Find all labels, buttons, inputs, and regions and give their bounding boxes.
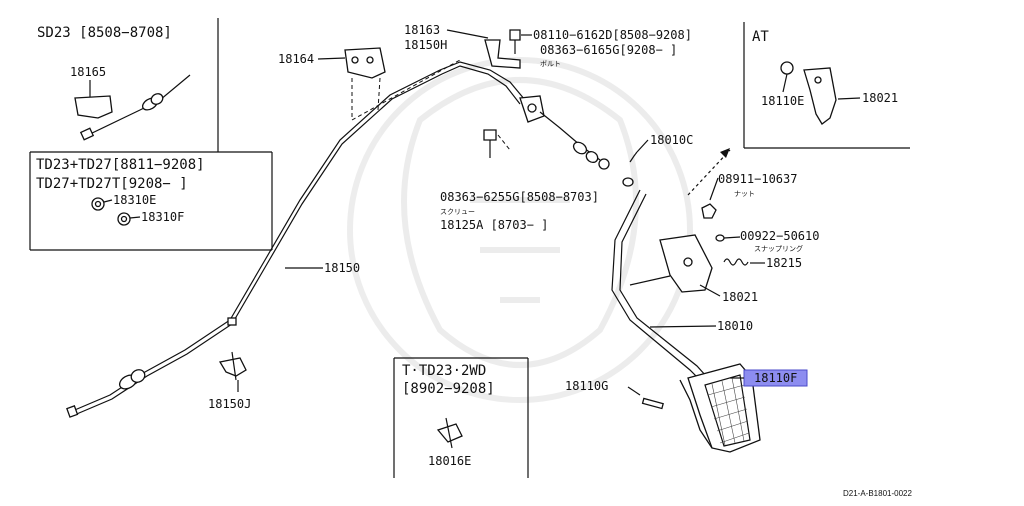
at-part-18021-label: 18021 [862, 91, 898, 105]
part-18150-label: 18150 [324, 261, 360, 275]
part-18021-label: 18021 [722, 290, 758, 304]
part-08363a-label: 08363−6165G[9208− ] [540, 43, 677, 57]
part-18110F-highlight[interactable]: 18110F [730, 369, 808, 387]
part-18125A-label: 18125A [8703− ] [440, 218, 548, 232]
part-18163-label: 18163 [404, 23, 440, 37]
td23-box: TD23+TD27[8811−9208] TD27+TD27T[9208− ] … [29, 151, 273, 251]
at-box: AT 18110E 18021 [743, 22, 910, 149]
clip-18163-icon [484, 39, 521, 69]
bolt-jp-label: ボルト [540, 60, 561, 68]
bracket-group-top: 18163 18150H 18164 08110−6162D[8508−9208… [278, 23, 692, 121]
pedal-arm-18010: 18010 [611, 189, 753, 381]
sd23-box: SD23 [8508−8708] 18165 [30, 18, 219, 153]
part-08110-label: 08110−6162D[8508−9208] [533, 28, 692, 42]
screw-jp-label: スクリュー [440, 208, 475, 216]
part-18310F-label: 18310F [141, 210, 184, 224]
diagram-id: D21-A-B1801-0022 [843, 489, 912, 498]
part-18164-label: 18164 [278, 52, 314, 66]
part-18150J-label: 18150J [208, 397, 251, 411]
part-00922-label: 00922−50610 [740, 229, 819, 243]
bolt-08110-icon [509, 29, 521, 41]
stopper-18110E-icon [780, 61, 794, 75]
sd23-part-label: 18165 [70, 65, 106, 79]
part-18110G-label: 18110G [565, 379, 608, 393]
bracket-18165-icon [74, 95, 113, 119]
cable-18150: 18150 [66, 61, 526, 418]
snap-ring-00922: 00922−50610 スナップリング [715, 229, 819, 253]
pin-18110G: 18110G [565, 379, 664, 410]
part-08363b-label: 08363−6255G[8508−8703] [440, 190, 599, 204]
part-18016E-label: 18016E [428, 454, 471, 468]
part-08911-label: 08911−10637 [718, 172, 797, 186]
pedal-pad [679, 363, 761, 453]
pedal-arm-18021-icon [803, 67, 837, 125]
part-18150H-label: 18150H [404, 38, 447, 52]
nut-08911: 08911−10637 ナット [701, 172, 797, 219]
part-18110F-label: 18110F [754, 371, 797, 385]
pedal-bracket-18021: 18021 [629, 234, 758, 304]
td23-line1: TD23+TD27[8811−9208] [36, 157, 205, 173]
snapring-jp-label: スナップリング [754, 244, 803, 253]
t-td23-box: T·TD23·2WD [8902−9208] 18016E [393, 357, 529, 478]
part-18215-label: 18215 [766, 256, 802, 270]
cable-end-assembly [519, 95, 610, 170]
td23-line2: TD27+TD27T[9208− ] [36, 176, 188, 192]
t-td23-line1: T·TD23·2WD [402, 363, 486, 379]
part-18010-label: 18010 [717, 319, 753, 333]
bracket-18164-icon [344, 47, 386, 79]
sd23-title: SD23 [8508−8708] [37, 25, 172, 41]
at-title: AT [752, 29, 769, 45]
clip-18016E-icon [436, 423, 463, 443]
arrow-to-at [687, 148, 731, 196]
part-18310E-label: 18310E [113, 193, 156, 207]
spring-18215: 18215 [723, 256, 802, 270]
part-18010C-label: 18010C [650, 133, 693, 147]
t-td23-line2: [8902−9208] [402, 381, 495, 397]
part-18010C: 18010C [622, 133, 693, 187]
screw-08363b: 08363−6255G[8508−8703] スクリュー 18125A [870… [440, 129, 599, 232]
at-part-18110E-label: 18110E [761, 94, 804, 108]
nut-jp-label: ナット [734, 190, 755, 198]
clip-18150J: 18150J [208, 351, 251, 411]
